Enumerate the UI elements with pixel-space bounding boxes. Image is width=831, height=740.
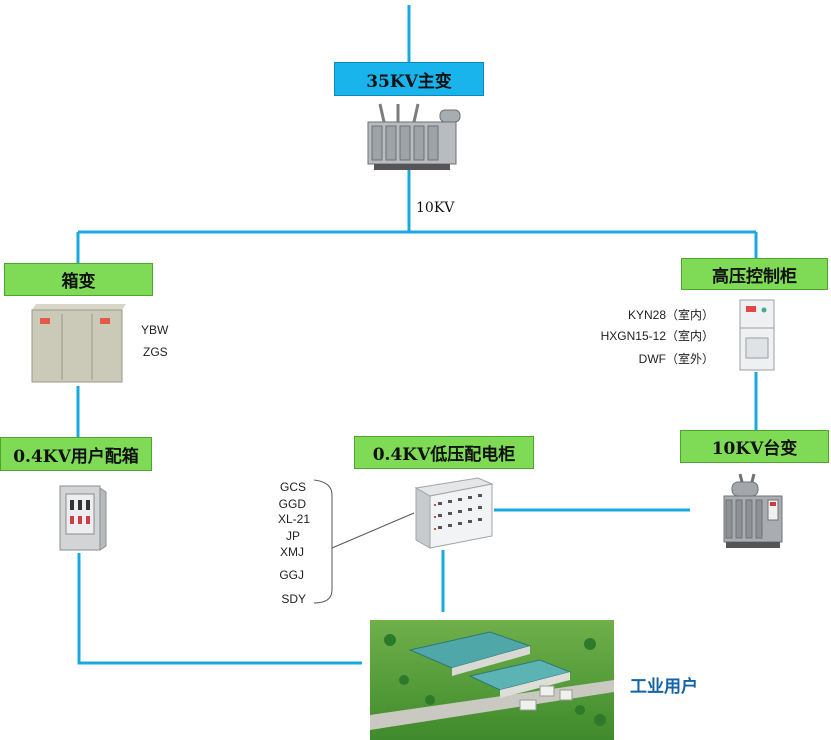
user-box-image [59, 485, 107, 551]
box-sub-model-1: ZGS [143, 345, 168, 359]
lv-model-0: GCS [279, 480, 306, 494]
hv-cabinet-image [739, 299, 775, 371]
user-box-to-user [77, 553, 362, 665]
lv-model-5: GGJ [279, 568, 304, 582]
lv-model-3: JP [285, 529, 300, 543]
lv-model-2: XL-21 [277, 512, 310, 526]
box-substation-title: 箱变 [4, 263, 153, 296]
lv-cabinet-title: 0.4KV低压配电柜 [354, 436, 534, 469]
main-transformer-image [367, 103, 461, 170]
hv-model-2: DWF（室外） [638, 352, 714, 366]
box-substation-image [31, 304, 126, 383]
hv-model-1: HXGN15-12（室内） [600, 329, 714, 343]
industrial-user-label: 工业用户 [630, 677, 698, 697]
industrial-park-image [370, 620, 614, 740]
hv-cabinet-title: 高压控制柜 [681, 258, 828, 290]
transformer-10kv-image [723, 473, 783, 548]
bus-voltage-label: 10KV [416, 200, 455, 216]
box-sub-model-0: YBW [141, 323, 169, 337]
transformer-10kv-title: 10KV台变 [680, 430, 829, 463]
lv-models-bracket [313, 479, 415, 604]
hv-model-0: KYN28（室内） [627, 308, 714, 322]
lv-cabinet-image [414, 477, 494, 549]
lv-model-6: SDY [281, 592, 306, 606]
user-box-title: 0.4KV用户配箱 [0, 437, 152, 471]
lv-model-4: XMJ [280, 545, 304, 559]
main-transformer-title: 35KV主变 [334, 62, 484, 96]
lv-model-1: GGD [278, 497, 306, 511]
